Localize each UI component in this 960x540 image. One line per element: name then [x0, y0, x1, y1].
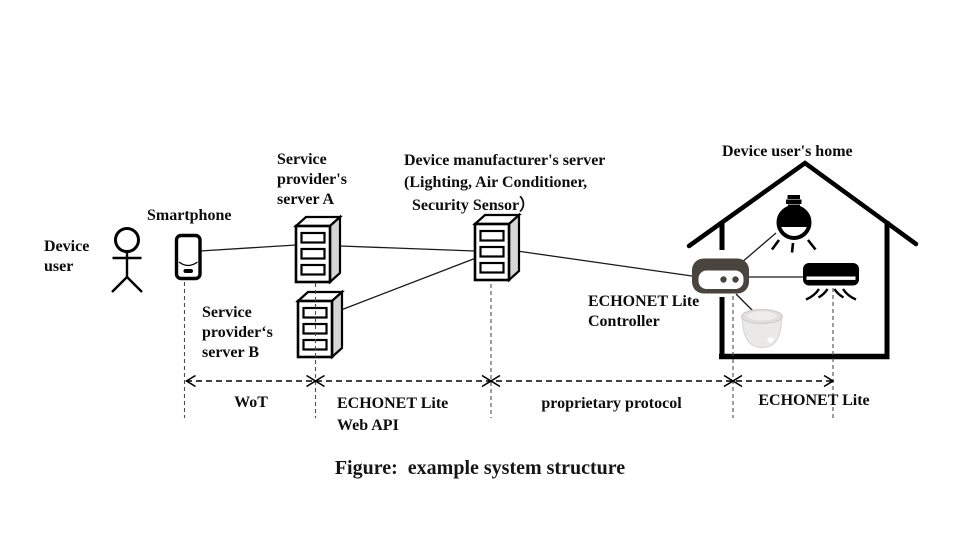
server-a-label: Service provider's server A — [277, 151, 347, 208]
manufacturer-server-icon — [473, 213, 521, 282]
server-a-icon — [294, 215, 342, 284]
house-icon — [686, 160, 919, 360]
echonet-lite-web-api-protocol-label: ECHONET Lite Web API — [337, 395, 449, 435]
device-user-home-label: Device user's home — [722, 143, 853, 160]
manufacturer-server-label: Device manufacturer's server (Lighting, … — [404, 152, 606, 214]
wot-protocol-label: WoT — [234, 394, 268, 411]
proprietary-protocol-label: proprietary protocol — [541, 395, 682, 412]
security-sensor-dome-icon — [741, 309, 783, 349]
device-user-label: Device user — [44, 238, 90, 275]
echonet-lite-protocol-label: ECHONET Lite — [758, 392, 870, 409]
dashed-guide-lines — [183, 282, 834, 418]
smartphone-label: Smartphone — [147, 207, 232, 224]
smartphone-icon — [174, 233, 202, 281]
router-controller-icon — [692, 258, 749, 294]
echonet-lite-controller-label: ECHONET Lite Controller — [588, 293, 700, 330]
person-icon — [111, 227, 143, 293]
server-b-label: Service provider‘s server B — [202, 304, 273, 361]
figure-caption: Figure: example system structure — [334, 457, 626, 479]
light-bulb-icon — [770, 195, 817, 253]
protocol-span-arrows — [184, 374, 835, 388]
connection-lines — [199, 232, 803, 318]
air-conditioner-icon — [803, 263, 859, 301]
server-b-icon — [296, 290, 344, 359]
